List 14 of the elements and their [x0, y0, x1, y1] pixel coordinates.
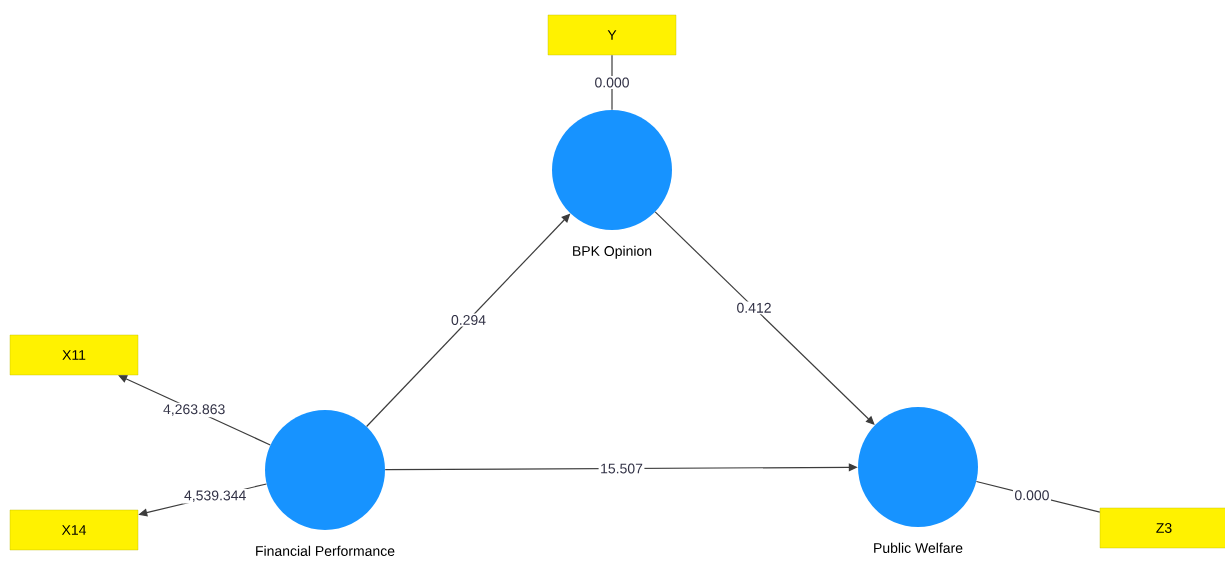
node-label: BPK Opinion	[573, 245, 652, 259]
edge-label: 4,539.344	[182, 488, 248, 504]
indicator-box: X14	[9, 509, 139, 551]
edge-label: 15.507	[598, 462, 645, 475]
node-label: Public Welfare	[874, 542, 963, 553]
edge-label: 0.000	[1012, 488, 1051, 502]
indicator-box: Z3	[1099, 507, 1225, 549]
node-label: Financial Performance	[256, 545, 395, 556]
edge-label: 4,263.863	[161, 402, 227, 418]
indicator-box: X11	[9, 334, 139, 376]
edge-label: 0.412	[735, 301, 774, 315]
edge-label: 0.000	[593, 76, 631, 89]
edge-label: 0.294	[449, 313, 488, 327]
indicator-box: Y	[547, 14, 677, 56]
